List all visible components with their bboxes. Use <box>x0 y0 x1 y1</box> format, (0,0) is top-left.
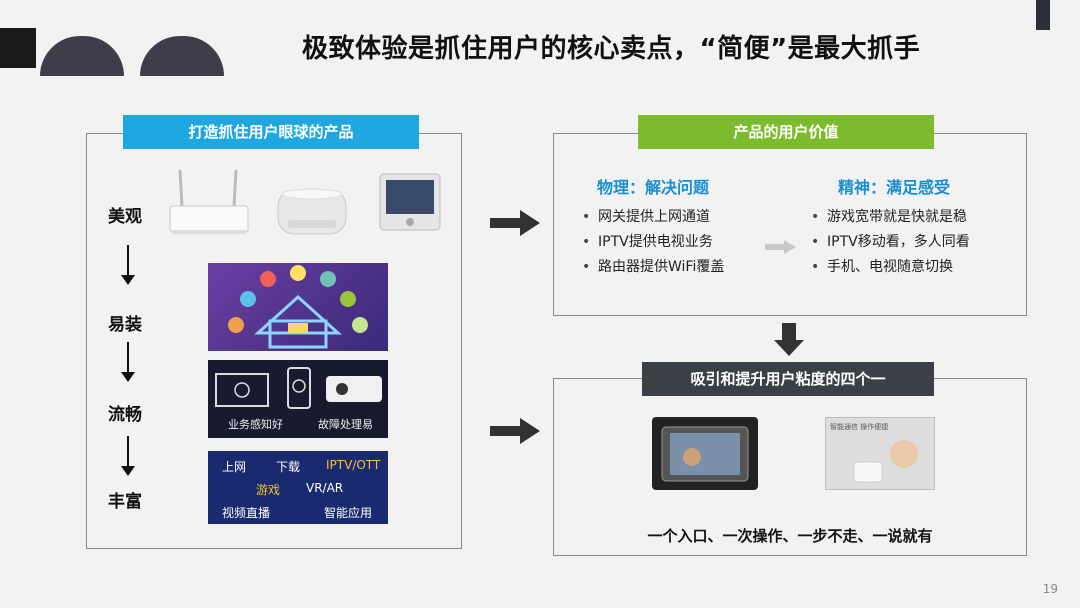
app-label: 上网 <box>222 460 247 474</box>
attribute-beautiful: 美观 <box>108 207 142 227</box>
physical-value-list: 网关提供上网通道 IPTV提供电视业务 路由器提供WiFi覆盖 <box>582 205 724 280</box>
app-label: 视频直播 <box>222 506 271 520</box>
tv-screen-caption: 智能通信 操作便捷 <box>830 423 889 431</box>
right-arrow-icon <box>490 210 542 236</box>
app-label: VR/AR <box>306 481 344 495</box>
phone-remote-photo <box>652 417 758 490</box>
app-label: 智能应用 <box>324 506 373 520</box>
tv-screen-icon <box>853 440 918 483</box>
spiritual-value-title: 精神：满足感受 <box>838 178 951 197</box>
list-item: 路由器提供WiFi覆盖 <box>582 255 724 280</box>
smart-home-icon <box>228 265 368 349</box>
phone-screen-icon <box>661 426 749 482</box>
down-arrow-icon <box>774 323 804 357</box>
monitor-caption-fault: 故障处理易 <box>318 418 373 431</box>
service-monitor-illustration: 业务感知好 故障处理易 <box>208 360 388 438</box>
header-logo <box>0 28 300 76</box>
physical-value-title: 物理：解决问题 <box>597 178 710 197</box>
router-icon <box>169 169 249 234</box>
down-arrow-icon <box>118 342 138 384</box>
app-label: 游戏 <box>256 483 281 497</box>
smart-display-icon <box>379 173 441 231</box>
monitor-devices-icon <box>215 367 382 409</box>
tv-screen-photo: 智能通信 操作便捷 <box>825 417 935 490</box>
list-item: 手机、电视随意切换 <box>811 255 970 280</box>
monitor-caption-awareness: 业务感知好 <box>228 418 283 431</box>
list-item: IPTV提供电视业务 <box>582 230 724 255</box>
list-item: IPTV移动看，多人同看 <box>811 230 970 255</box>
smart-home-illustration <box>208 263 388 351</box>
right-arrow-icon <box>490 418 542 444</box>
attribute-rich: 丰富 <box>108 492 142 512</box>
list-item: 网关提供上网通道 <box>582 205 724 230</box>
dome-shape-icon <box>140 36 224 76</box>
smart-hub-icon <box>277 188 347 235</box>
app-label: 下载 <box>276 460 301 474</box>
services-illustration: 上网 下载 IPTV/OTT 游戏 VR/AR 视频直播 智能应用 <box>208 451 388 524</box>
down-arrow-icon <box>118 436 138 478</box>
attribute-smooth: 流畅 <box>108 405 142 425</box>
list-item: 游戏宽带就是快就是稳 <box>811 205 970 230</box>
product-panel-banner: 打造抓住用户眼球的产品 <box>123 115 419 149</box>
user-value-banner: 产品的用户价值 <box>638 115 934 149</box>
corner-decoration <box>1036 0 1050 30</box>
stickiness-banner: 吸引和提升用户粘度的四个一 <box>642 362 934 396</box>
down-arrow-icon <box>118 245 138 287</box>
dome-shape-icon <box>40 36 124 76</box>
four-ones-caption: 一个入口、一次操作、一步不走、一说就有 <box>647 527 933 545</box>
page-number: 19 <box>1042 582 1058 596</box>
stickiness-panel <box>553 378 1027 556</box>
page-title: 极致体验是抓住用户的核心卖点，“简便”是最大抓手 <box>302 34 921 64</box>
spiritual-value-list: 游戏宽带就是快就是稳 IPTV移动看，多人同看 手机、电视随意切换 <box>811 205 970 280</box>
app-label: IPTV/OTT <box>326 458 381 472</box>
attribute-easy-install: 易装 <box>108 315 142 335</box>
right-arrow-icon <box>765 240 799 254</box>
